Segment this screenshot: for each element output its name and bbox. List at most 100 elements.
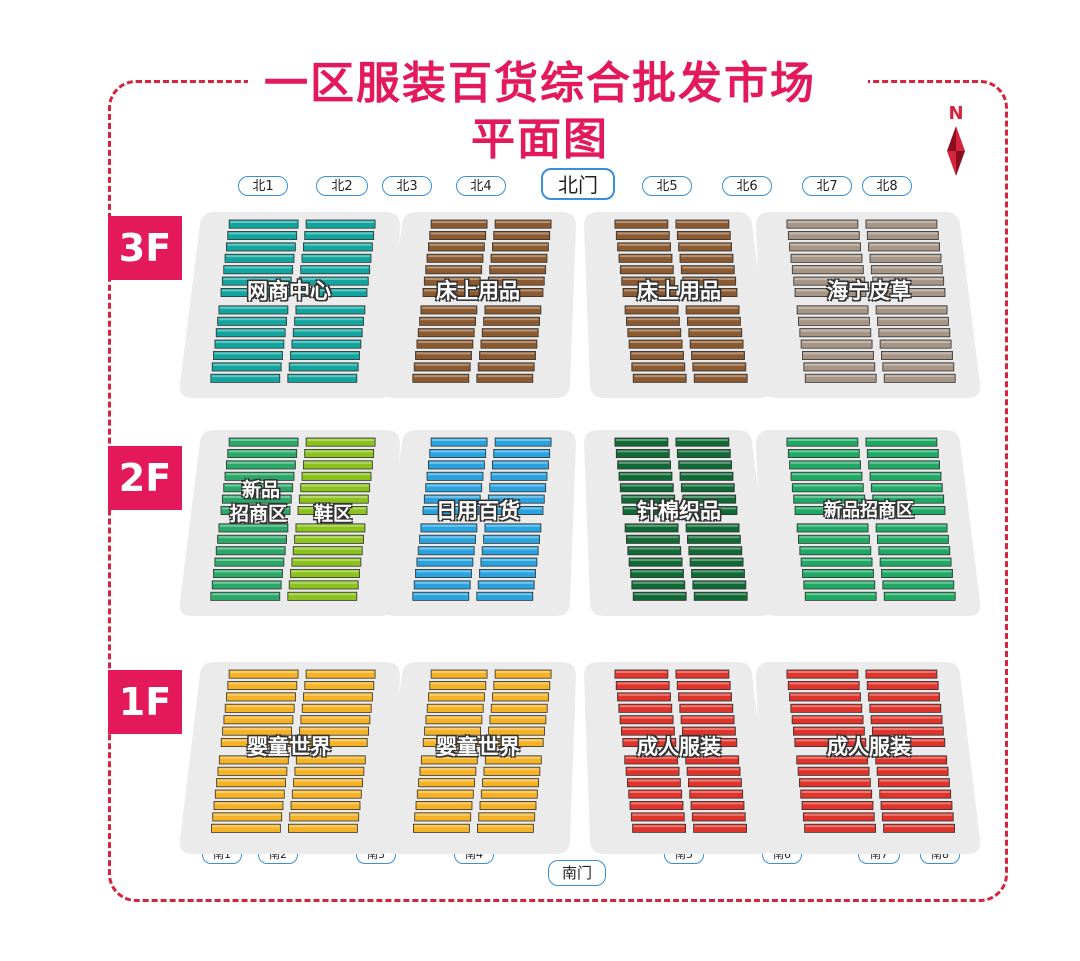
stall xyxy=(217,766,288,776)
stall-highlight xyxy=(307,221,375,223)
stall xyxy=(293,778,363,788)
stall xyxy=(676,230,731,240)
stall xyxy=(415,800,473,810)
stall-highlight xyxy=(299,507,366,510)
stall xyxy=(413,362,471,372)
stall-highlight xyxy=(483,779,538,782)
stall xyxy=(429,448,487,458)
stall-highlight xyxy=(228,450,296,453)
stall-highlight xyxy=(294,779,362,782)
stall-highlight xyxy=(790,461,860,464)
stall-highlight xyxy=(212,825,280,828)
block-2f-1: 新品 招商区 鞋区 xyxy=(178,430,400,616)
stall-highlight xyxy=(794,496,864,498)
stall-highlight xyxy=(492,705,547,708)
stall xyxy=(481,546,539,556)
stall-highlight xyxy=(293,791,361,793)
stall xyxy=(626,316,680,326)
stall-highlight xyxy=(631,352,683,355)
stall xyxy=(416,339,474,349)
zone-label: 床上用品 xyxy=(637,279,721,303)
stall-highlight xyxy=(496,439,551,441)
stall xyxy=(486,738,544,748)
stall xyxy=(790,703,863,713)
stall-highlight xyxy=(429,693,484,696)
stall-highlight xyxy=(290,813,358,816)
stall-highlight xyxy=(882,802,951,805)
north-door-1: 北1 xyxy=(238,176,288,196)
stall xyxy=(419,316,476,326)
stall xyxy=(303,460,373,470)
stall xyxy=(287,373,358,383)
stall xyxy=(492,692,549,702)
stall xyxy=(288,362,359,372)
stall xyxy=(218,755,289,765)
stall xyxy=(476,591,534,601)
block-3f-1: 网商中心 xyxy=(178,212,400,398)
stall xyxy=(614,219,669,229)
stall xyxy=(223,715,294,725)
stall-highlight xyxy=(632,813,684,816)
stall xyxy=(628,789,683,799)
stall xyxy=(617,242,671,252)
stall-highlight xyxy=(488,507,542,510)
stall-highlight xyxy=(481,802,535,805)
stall xyxy=(425,265,483,275)
stall xyxy=(865,669,938,679)
stall-highlight xyxy=(300,278,368,280)
stall xyxy=(301,471,372,481)
stall xyxy=(227,230,298,240)
stall-highlight xyxy=(868,232,938,235)
stall-highlight xyxy=(226,473,293,476)
stall-highlight xyxy=(213,813,281,816)
stall-highlight xyxy=(873,496,943,498)
block-1f-1: 婴童世界 xyxy=(178,662,400,854)
stall-highlight xyxy=(879,547,949,550)
stall-highlight xyxy=(300,496,368,498)
stall xyxy=(789,242,861,252)
stall-highlight xyxy=(494,450,549,453)
stall-highlight xyxy=(633,825,685,828)
zone-label-merchant-area: 招商区 xyxy=(230,503,288,525)
stall xyxy=(291,789,362,799)
stall-highlight xyxy=(793,484,863,487)
stall-highlight xyxy=(627,768,679,771)
stall-highlight xyxy=(802,559,872,561)
stall xyxy=(799,546,872,556)
stall xyxy=(494,219,552,229)
stall xyxy=(479,800,537,810)
stall-highlight xyxy=(617,232,669,235)
stall xyxy=(866,230,939,240)
stall-grid xyxy=(179,212,400,398)
stall xyxy=(794,506,867,516)
zone-label: 新品招商区 xyxy=(824,500,914,521)
stall xyxy=(866,680,939,690)
stall-highlight xyxy=(792,255,861,258)
stall-highlight xyxy=(798,524,868,527)
stall-highlight xyxy=(292,802,359,805)
stall-highlight xyxy=(224,716,292,719)
stall-highlight xyxy=(615,671,667,673)
stall-highlight xyxy=(430,682,485,685)
stall-highlight xyxy=(882,570,952,573)
stall-highlight xyxy=(631,570,683,573)
stall xyxy=(213,568,283,578)
stall-highlight xyxy=(693,813,745,816)
stall xyxy=(477,823,534,833)
stall xyxy=(619,265,674,275)
stall xyxy=(416,557,474,567)
stall-highlight xyxy=(678,682,730,685)
stall-highlight xyxy=(223,728,291,730)
stall xyxy=(679,253,734,263)
stall xyxy=(879,339,952,349)
stall xyxy=(210,373,281,383)
stall-highlight xyxy=(679,461,731,464)
stall-highlight xyxy=(214,570,282,573)
stall xyxy=(484,305,542,315)
stall xyxy=(303,692,373,702)
stall xyxy=(304,230,375,240)
stall xyxy=(883,373,956,383)
stall xyxy=(877,316,949,326)
stall-grid xyxy=(381,430,576,616)
stall-highlight xyxy=(424,739,479,742)
